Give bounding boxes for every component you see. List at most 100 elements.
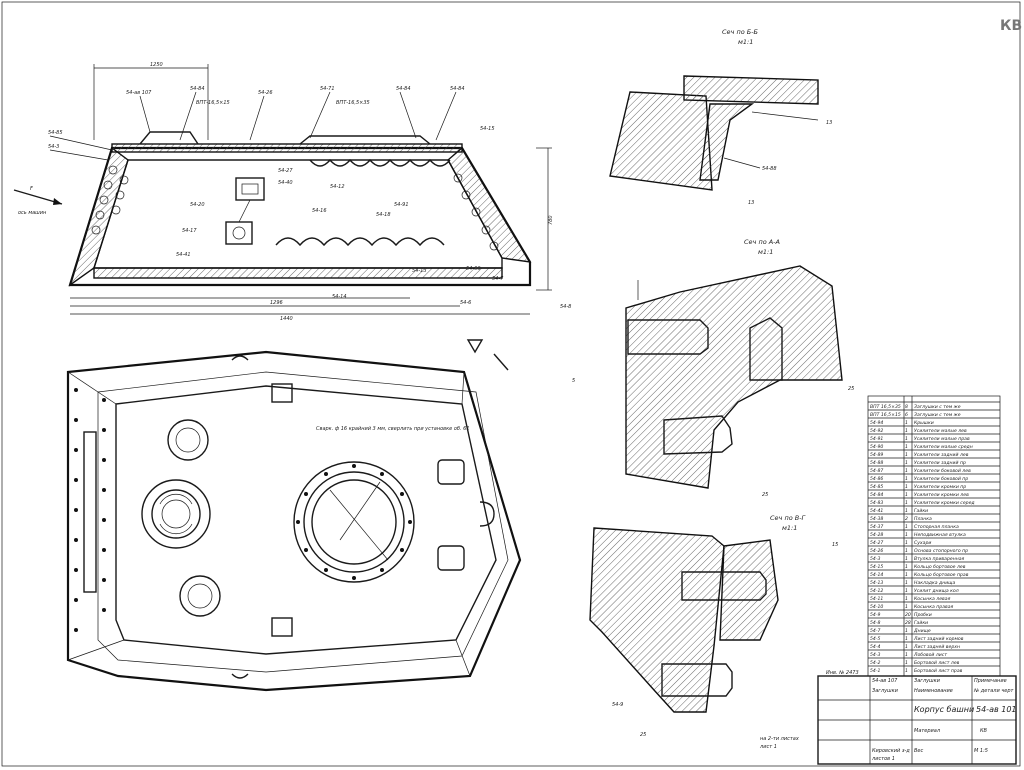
title-row-name: Заглушки — [914, 678, 941, 684]
bom-cell-qty: 1 — [905, 444, 908, 450]
bom-cell-name: Гайки — [914, 508, 928, 514]
bom-cell-qty: 1 — [905, 604, 908, 610]
rivet-row-left — [74, 388, 106, 632]
bom-cell-pos: 54-7 — [870, 628, 881, 634]
bom-cell-name: Лист задний кормов — [913, 636, 964, 642]
section-aa-title: Сеч по А-А — [744, 238, 780, 246]
turret-right-wall — [447, 146, 532, 263]
turret-left-wall — [68, 146, 129, 287]
corrugated-rib-lower — [275, 237, 445, 247]
svg-text:54-85: 54-85 — [48, 130, 63, 136]
section-aa: Сеч по А-А м1:1 54-8 5 25 25 — [560, 238, 854, 498]
title-row-label: 54-ав 107 — [872, 678, 898, 684]
bom-cell-qty: 1 — [905, 524, 908, 530]
svg-text:ВПТ-16,5×35: ВПТ-16,5×35 — [336, 100, 370, 106]
bom-cell-name: Усилители боковой лев — [914, 468, 971, 474]
bom-cell-pos: 54-89 — [870, 452, 883, 458]
svg-text:ВПТ-16,5×15: ВПТ-16,5×15 — [196, 100, 230, 106]
bom-cell-qty: 1 — [905, 492, 908, 498]
bom-cell-pos: 54-38 — [870, 516, 883, 522]
section-vg-part: 54-9 — [612, 702, 623, 708]
section-aa-bolt-body — [627, 319, 709, 355]
bom-cell-qty: 1 — [905, 596, 908, 602]
svg-text:54-20: 54-20 — [190, 202, 205, 208]
bom-cell-name: Заглушки с тем же — [914, 412, 961, 418]
bom-cell-name: Кольцо бортовое лев — [914, 564, 966, 570]
bom-cell-qty: 1 — [905, 564, 908, 570]
forward-arrow-label: F — [30, 186, 33, 192]
left-wall-bolts — [91, 165, 129, 235]
bom-cell-qty: 1 — [905, 644, 908, 650]
lug-upper-right — [437, 459, 465, 485]
bom-cell-qty: 1 — [905, 636, 908, 642]
bom-cell-pos: 54-41 — [870, 508, 883, 514]
svg-text:54-27: 54-27 — [278, 168, 293, 174]
section-bb-d13: 13 — [826, 120, 832, 126]
lift-eye-bottom-left — [231, 673, 249, 679]
section-vg-d25: 25 — [640, 732, 646, 738]
bom-cell-name: Усилители малые средн — [914, 444, 973, 450]
bom-cell-pos: 54-8 — [870, 620, 881, 626]
bom-cell-name: Днище — [913, 628, 931, 634]
section-aa-body — [625, 265, 843, 489]
lift-eye-top-left — [231, 355, 249, 361]
bom-cell-name: Усилители задний пр — [914, 460, 966, 466]
plan-edge-1 — [67, 371, 117, 405]
bom-cell-pos: 54-87 — [870, 468, 883, 474]
bom-cell-pos: 54-92 — [870, 428, 883, 434]
bom-cell-name: Пробки — [914, 612, 932, 618]
svg-text:54-71: 54-71 — [320, 86, 335, 92]
bom-cell-pos: 54-83 — [870, 500, 883, 506]
vision-slot — [83, 431, 97, 593]
bom-cell-qty: 1 — [905, 452, 908, 458]
title-material: Материал — [914, 728, 941, 734]
svg-text:54-18: 54-18 — [376, 212, 391, 218]
section-vg-right-block — [719, 539, 779, 641]
bom-cell-pos: 54-37 — [870, 524, 883, 530]
svg-text:54-7: 54-7 — [492, 276, 504, 282]
bom-cell-name: Основа стопорного пр — [914, 548, 968, 554]
bom-cell-name: Крышки — [914, 420, 934, 426]
section-aa-d25: 25 — [762, 492, 768, 498]
bom-cell-qty: 1 — [905, 548, 908, 554]
title-part-name: Корпус башни — [914, 705, 974, 714]
bom-cell-qty: 1 — [905, 668, 908, 674]
bom-cell-qty: 6 — [905, 412, 908, 418]
bom-cell-pos: 54-26 — [870, 548, 883, 554]
axis-label: ось машин — [18, 210, 47, 216]
bom-cell-qty: 1 — [905, 652, 908, 658]
bom-cell-pos: 54-3 — [870, 556, 881, 562]
section-vg-title: Сеч по В-Г — [770, 514, 807, 522]
lift-bracket-bottom — [271, 617, 293, 637]
periscope-housing — [299, 135, 431, 145]
bom-cell-pos: 54-5 — [870, 636, 881, 642]
bom-cell-pos: 54-10 — [870, 604, 883, 610]
svg-text:54-3: 54-3 — [48, 144, 59, 150]
svg-text:54-84: 54-84 — [396, 86, 411, 92]
bom-cell-name: Усилители боковой пр — [914, 476, 968, 482]
section-vg-lower-bolt — [661, 663, 733, 697]
section-aa-d25b: 25 — [848, 386, 854, 392]
title-pos-col: Заглушки — [872, 688, 899, 694]
bom-cell-pos: 54-84 — [870, 492, 883, 498]
section-marker-1 — [466, 339, 484, 354]
title-sheets: листов 1 — [871, 756, 895, 762]
bom-cell-name: Усилители малые прав — [914, 436, 970, 442]
svg-text:54-26: 54-26 — [258, 90, 273, 96]
bom-cell-qty: 1 — [905, 468, 908, 474]
corrugated-rib-upper — [309, 158, 451, 167]
bom-cell-qty: 1 — [905, 540, 908, 546]
bom-cell-pos: 54-4 — [870, 644, 881, 650]
svg-text:54-12: 54-12 — [330, 184, 345, 190]
title-mark: КВ — [980, 728, 988, 734]
section-bb-d13b: 13 — [748, 200, 754, 206]
title-factory: Кировский з-д — [872, 748, 910, 754]
dim-label-1250: 1250 — [150, 62, 163, 68]
section-aa-part: 54-8 — [560, 304, 571, 310]
bom-cell-name: Гайки — [914, 620, 928, 626]
svg-text:54-17: 54-17 — [182, 228, 197, 234]
bom-cell-name: Усилители задний лев — [914, 452, 969, 458]
bom-cell-pos: 54-91 — [870, 436, 883, 442]
